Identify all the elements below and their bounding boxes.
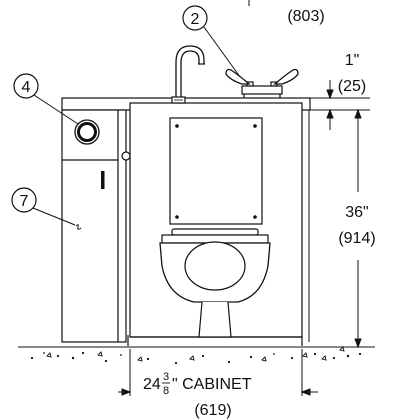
cabinet-door-handle xyxy=(101,171,105,189)
overall-height-dimension: 36" (914) xyxy=(308,108,376,349)
callout-7-marker xyxy=(75,224,82,230)
cabinet-width-dimension: 24 3 8 " CABINET (619) xyxy=(118,349,318,419)
wrist-blade-handles xyxy=(225,68,299,98)
valve-knob xyxy=(74,119,100,145)
deck-dimension-imperial: 1" xyxy=(345,52,360,69)
top-dimension-metric: (803) xyxy=(287,8,324,25)
height-dimension-metric: (914) xyxy=(338,230,375,247)
width-dimension-fraction-numerator: 3 xyxy=(163,371,169,383)
height-dimension-imperial: 36" xyxy=(345,204,368,221)
width-dimension-whole: 24 xyxy=(143,376,161,393)
toilet-seat-hinge xyxy=(171,228,259,236)
toilet-bowl xyxy=(159,228,271,338)
storage-cabinet xyxy=(61,109,127,343)
access-panel xyxy=(169,117,263,225)
callout-7: 7 xyxy=(11,187,76,226)
top-dimension: (803) xyxy=(248,0,325,25)
floor xyxy=(18,346,375,365)
width-dimension-fraction-denominator: 8 xyxy=(163,385,169,397)
gooseneck-faucet xyxy=(171,45,205,104)
callout-4-number: 4 xyxy=(22,79,31,96)
callout-2: 2 xyxy=(182,5,244,82)
deck-dimension-metric: (25) xyxy=(338,78,366,95)
callout-2-number: 2 xyxy=(191,11,200,28)
callout-4: 4 xyxy=(13,73,79,125)
deck-height-dimension: 1" (25) xyxy=(292,52,370,130)
callout-7-number: 7 xyxy=(20,193,29,210)
width-dimension-metric: (619) xyxy=(194,402,231,419)
width-dimension-label: " CABINET xyxy=(172,376,252,393)
